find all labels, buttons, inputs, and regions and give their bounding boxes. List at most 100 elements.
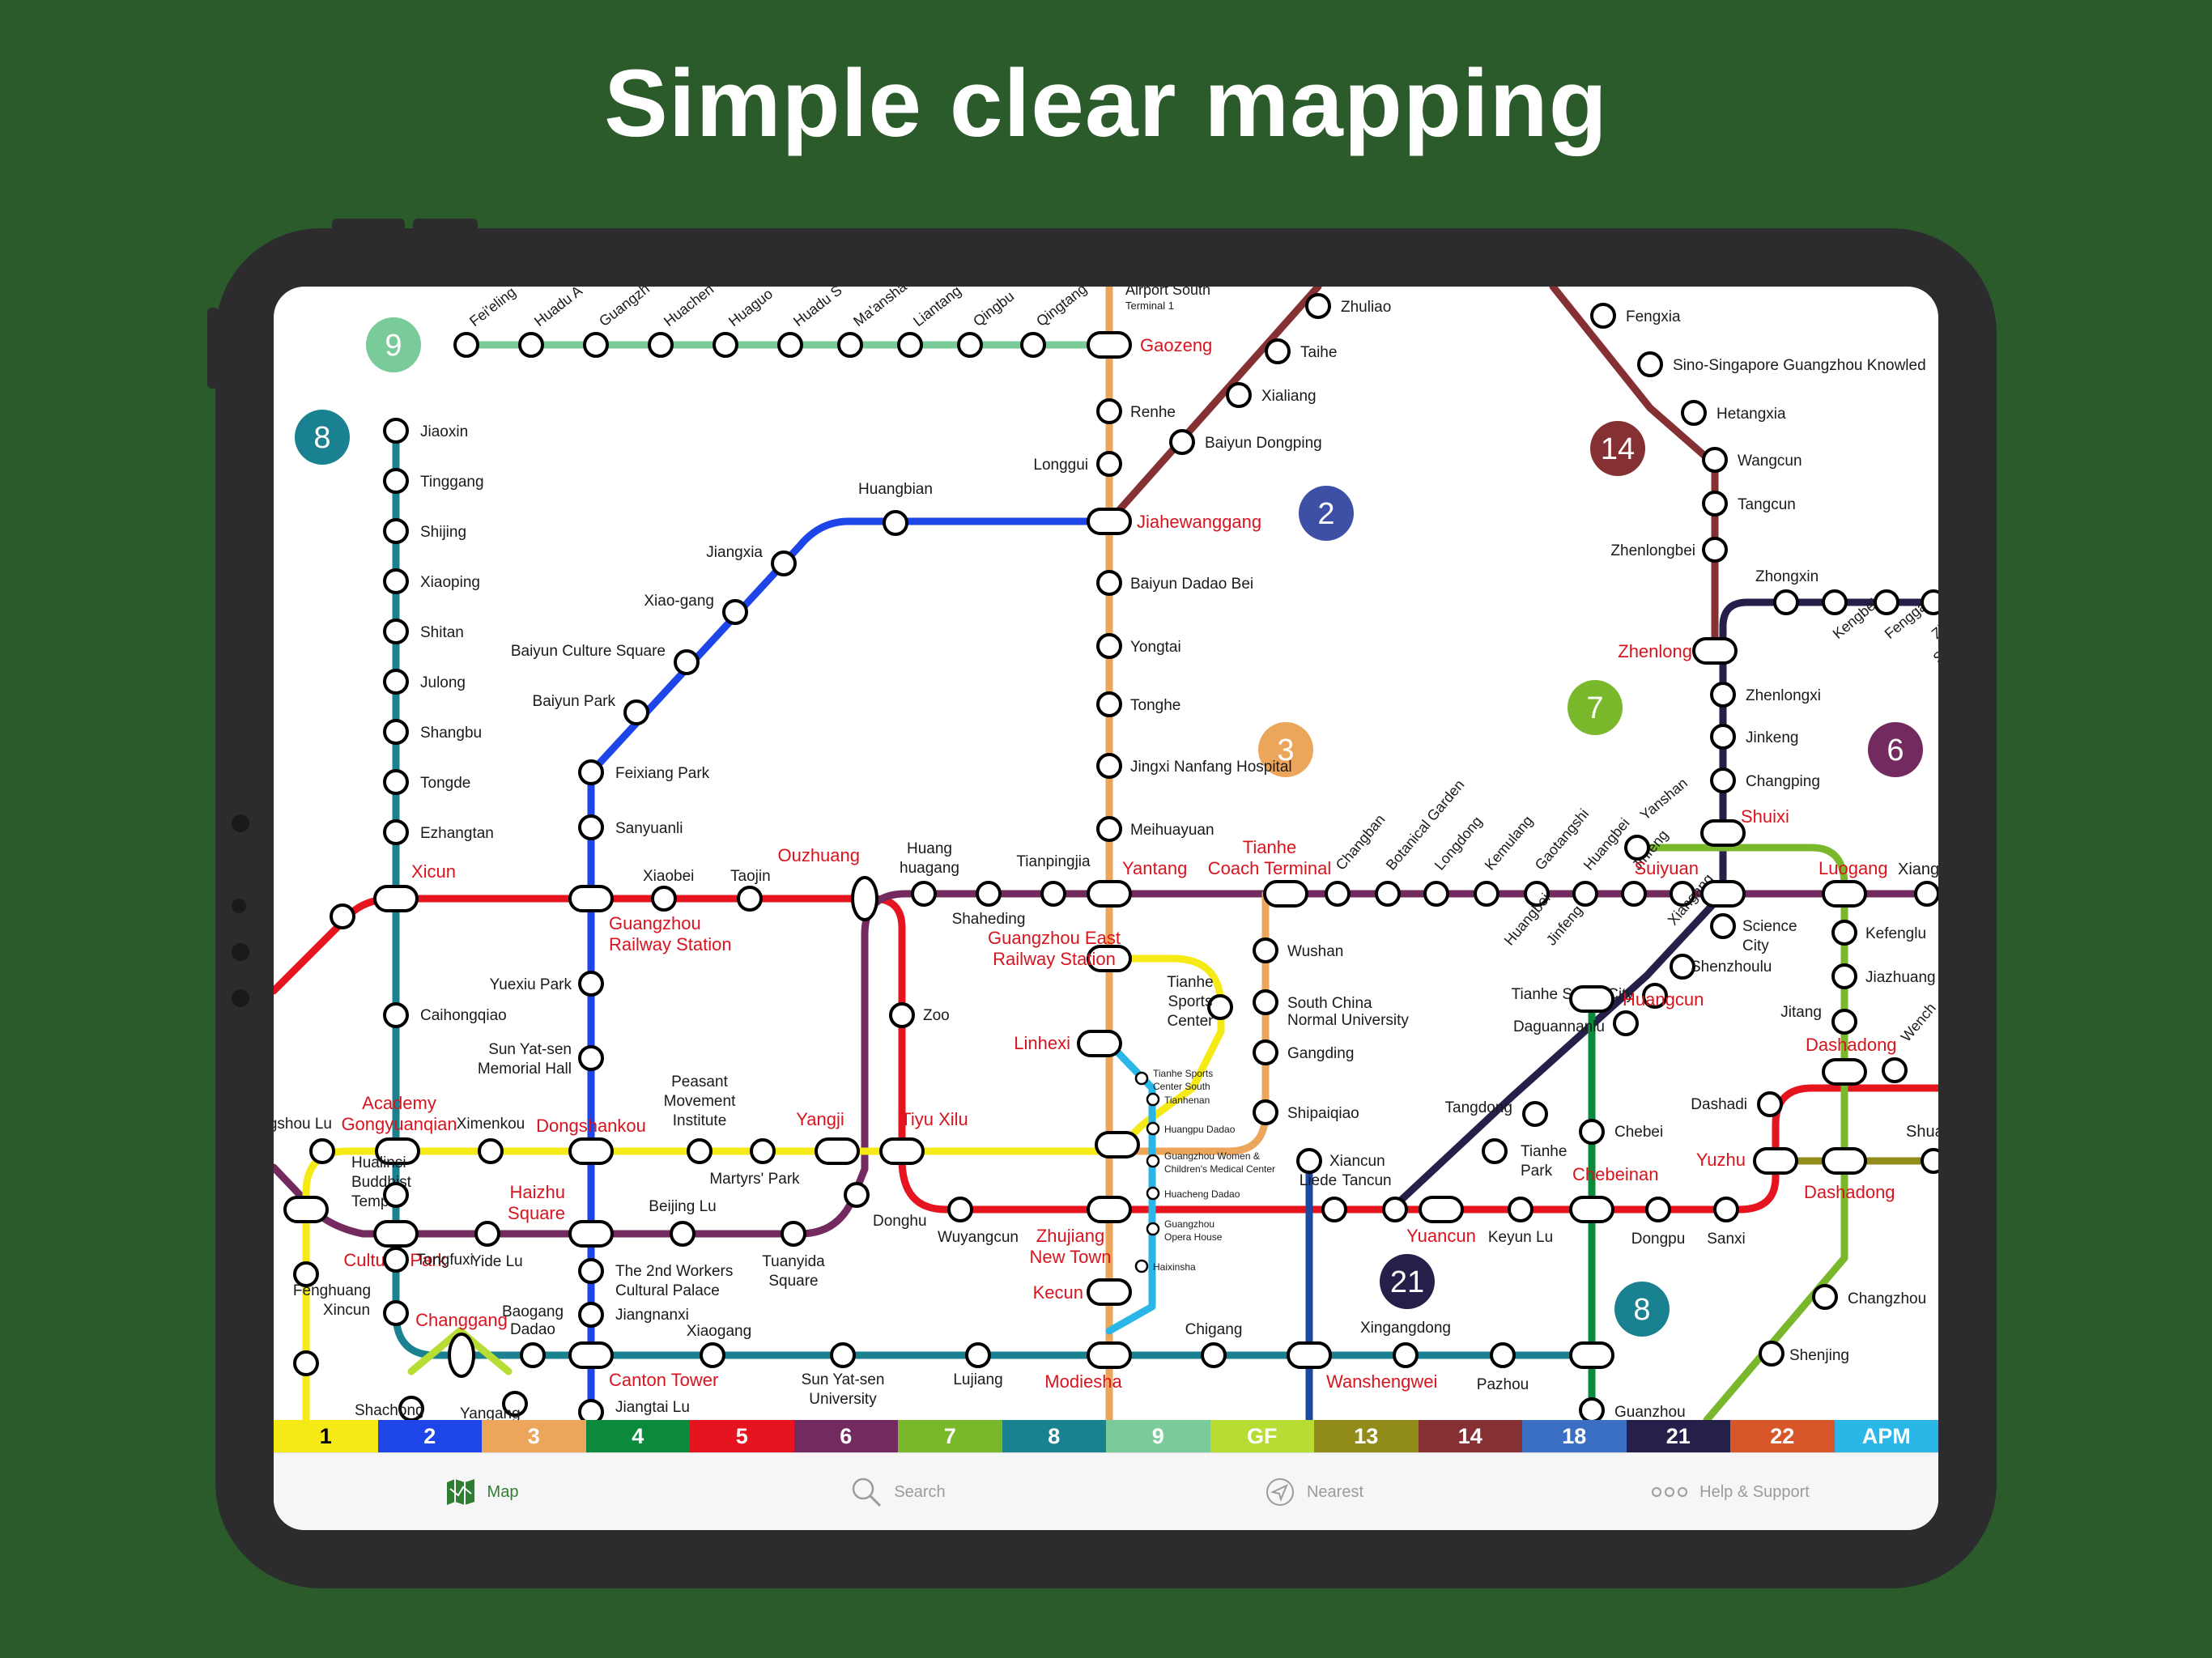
station-73[interactable]	[1710, 913, 1736, 939]
interchange-dashadong[interactable]	[1822, 1058, 1867, 1086]
station-15[interactable]	[383, 669, 409, 695]
interchange-tiyu-xilu[interactable]	[1095, 1131, 1140, 1158]
station-56[interactable]	[1325, 881, 1351, 907]
legend-line-2[interactable]: 2	[377, 1420, 482, 1452]
station-94[interactable]	[309, 1138, 335, 1164]
station-53[interactable]	[911, 881, 937, 907]
station-54[interactable]	[976, 881, 1002, 907]
interchange-guangzhou-east[interactable]	[1087, 945, 1132, 972]
interchange-tianhe-coach[interactable]	[1263, 880, 1308, 908]
station-6[interactable]	[837, 332, 863, 358]
station-85[interactable]	[383, 1002, 409, 1028]
station-49[interactable]	[578, 759, 604, 785]
tab-search[interactable]: Search	[690, 1453, 1106, 1530]
station-39[interactable]	[1874, 589, 1899, 615]
legend-line-5[interactable]: 5	[690, 1420, 794, 1452]
station-52[interactable]	[737, 886, 763, 912]
interchange-ouzhuang[interactable]	[851, 876, 878, 921]
station-99[interactable]	[383, 1182, 409, 1208]
station-36[interactable]	[1702, 537, 1728, 563]
interchange-chen-clan[interactable]	[375, 1137, 420, 1165]
station-92[interactable]	[1713, 1197, 1739, 1222]
station-16[interactable]	[383, 719, 409, 745]
station-58[interactable]	[1423, 881, 1449, 907]
station-93[interactable]	[1757, 1091, 1783, 1117]
station-128[interactable]	[1393, 1342, 1419, 1368]
station-0[interactable]	[453, 332, 479, 358]
station-57[interactable]	[1375, 881, 1401, 907]
station-45[interactable]	[771, 551, 797, 576]
station-100[interactable]	[474, 1221, 500, 1247]
legend-line-1[interactable]: 1	[274, 1420, 378, 1452]
station-22[interactable]	[1096, 570, 1122, 596]
station-74[interactable]	[1670, 954, 1695, 980]
station-3[interactable]	[648, 332, 674, 358]
legend-line-9[interactable]: 9	[1106, 1420, 1210, 1452]
station-34[interactable]	[1702, 447, 1728, 473]
station-23[interactable]	[1096, 633, 1122, 659]
station-86[interactable]	[947, 1197, 973, 1222]
interchange-yuancun[interactable]	[1419, 1196, 1464, 1223]
legend-line-4[interactable]: 4	[585, 1420, 690, 1452]
station-2[interactable]	[583, 332, 609, 358]
station-47[interactable]	[674, 649, 700, 675]
legend-line-7[interactable]: 7	[898, 1420, 1002, 1452]
station-102[interactable]	[781, 1221, 806, 1247]
interchange-yangji[interactable]	[879, 1137, 925, 1165]
station-81[interactable]	[578, 1258, 604, 1284]
interchange-yuzhu[interactable]	[1753, 1147, 1798, 1175]
station-78[interactable]	[1482, 1138, 1508, 1164]
station-64[interactable]	[1914, 881, 1938, 907]
station-24[interactable]	[1096, 691, 1122, 717]
interchange-jiahewanggang[interactable]	[1087, 508, 1132, 535]
station-7[interactable]	[897, 332, 923, 358]
station-126[interactable]	[1201, 1342, 1227, 1368]
station-10[interactable]	[383, 418, 409, 444]
station-76[interactable]	[1613, 1010, 1639, 1036]
interchange-changgang[interactable]	[568, 1341, 614, 1369]
interchange-dongshankou[interactable]	[815, 1137, 860, 1165]
station-65[interactable]	[1624, 835, 1650, 861]
station-70[interactable]	[1921, 1148, 1938, 1174]
interchange-huangcun[interactable]	[1569, 985, 1614, 1013]
station-29[interactable]	[1226, 382, 1252, 408]
interchange-suiyuan[interactable]	[1700, 880, 1746, 908]
station-5[interactable]	[777, 332, 803, 358]
station-82[interactable]	[578, 1302, 604, 1328]
station-48[interactable]	[623, 699, 649, 725]
interchange-zhujiang[interactable]	[1087, 1196, 1132, 1223]
legend-line-3[interactable]: 3	[482, 1420, 586, 1452]
interchange-wanshengwei[interactable]	[1569, 1341, 1614, 1369]
station-111[interactable]	[1253, 937, 1278, 963]
legend-line-18[interactable]: 18	[1522, 1420, 1627, 1452]
station-115[interactable]	[1296, 1148, 1322, 1174]
interchange-yufengwei[interactable]	[1822, 1147, 1867, 1175]
station-38[interactable]	[1822, 589, 1848, 615]
station-50[interactable]	[578, 814, 604, 840]
station-35[interactable]	[1702, 491, 1728, 517]
station-113[interactable]	[1253, 1039, 1278, 1065]
station-25[interactable]	[1096, 753, 1122, 779]
station-67[interactable]	[1831, 963, 1857, 989]
station-69[interactable]	[1882, 1057, 1908, 1083]
station-119[interactable]	[293, 1350, 319, 1376]
interchange-luogang[interactable]	[1822, 880, 1867, 908]
station-32[interactable]	[1637, 351, 1663, 377]
station-98[interactable]	[1207, 994, 1233, 1020]
station-79[interactable]	[578, 971, 604, 997]
station-62[interactable]	[1621, 881, 1647, 907]
station-51[interactable]	[651, 886, 677, 912]
legend-line-13[interactable]: 13	[1314, 1420, 1419, 1452]
station-120[interactable]	[398, 1396, 424, 1420]
station-19[interactable]	[330, 903, 355, 929]
station-101[interactable]	[670, 1221, 696, 1247]
station-18[interactable]	[383, 819, 409, 845]
station-60[interactable]	[1524, 881, 1550, 907]
station-42[interactable]	[1710, 724, 1736, 750]
station-44[interactable]	[883, 510, 908, 536]
station-89[interactable]	[1508, 1197, 1534, 1222]
station-68[interactable]	[1831, 1009, 1857, 1035]
station-77[interactable]	[1522, 1101, 1548, 1127]
station-17[interactable]	[383, 769, 409, 795]
